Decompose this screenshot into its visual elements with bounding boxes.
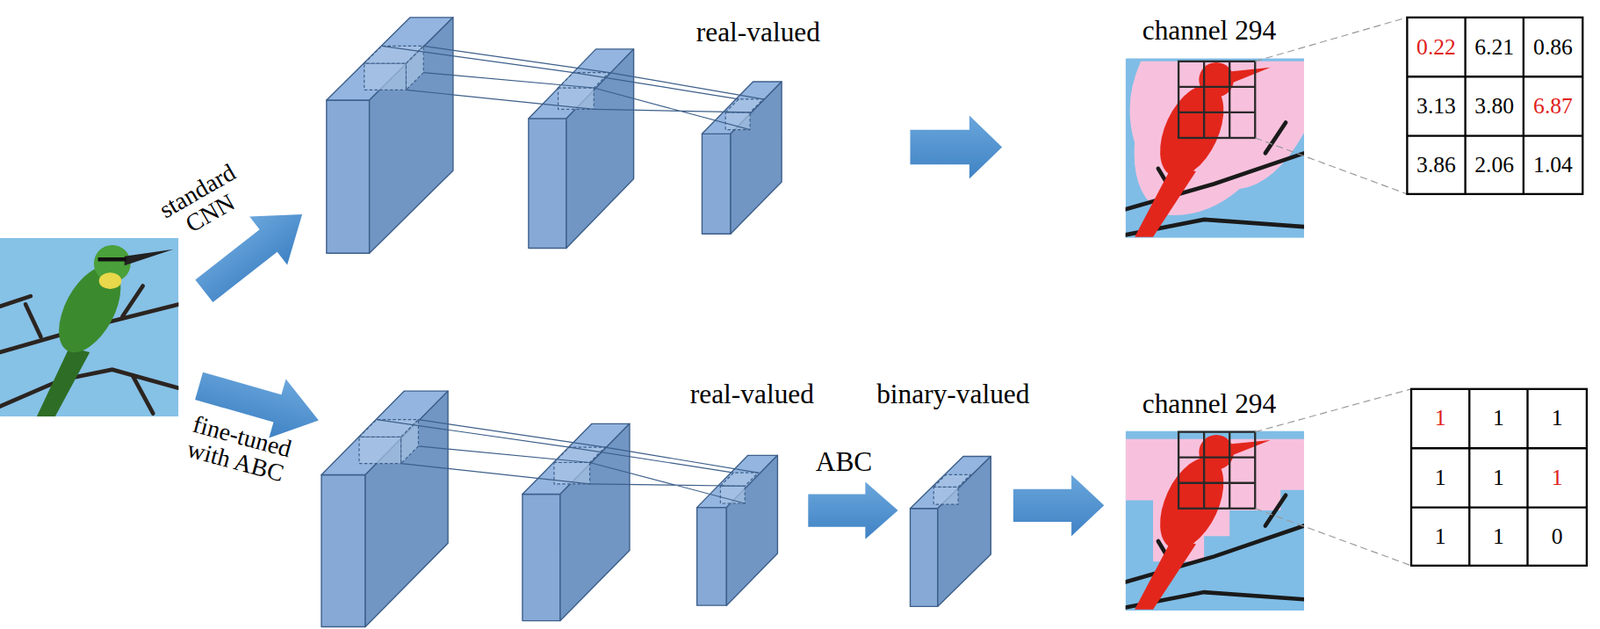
table-cell: 0.22 [1416, 35, 1456, 59]
bird-photo [0, 237, 179, 417]
table-cell: 1 [1492, 465, 1505, 490]
table-cell: 3.80 [1474, 93, 1514, 118]
table-cell: 1 [1551, 406, 1564, 431]
path-label: standard CNN [137, 149, 270, 255]
layer-label: real-valued [696, 18, 821, 48]
binary-map [1125, 430, 1305, 611]
table-cell: 3.13 [1416, 93, 1456, 118]
table-cell: 3.86 [1416, 152, 1456, 177]
value-table [1406, 17, 1587, 566]
kernel [359, 45, 971, 505]
layer-label: real-valued [690, 379, 815, 409]
table-cell: 1 [1492, 524, 1505, 548]
receptive-field-line [376, 45, 764, 504]
zoom-line [1254, 17, 1412, 566]
path-label: fine-tuned with ABC [163, 405, 315, 493]
table-cell: 1 [1434, 524, 1447, 548]
layer-label: binary-valued [876, 379, 1030, 409]
table-cell: 6.21 [1474, 35, 1514, 59]
activation-map [1125, 57, 1305, 238]
table-cell: 1 [1492, 406, 1505, 431]
table-cell: 0 [1551, 524, 1564, 548]
channel-label: channel 294 [1142, 389, 1277, 419]
table-cell: 6.87 [1533, 93, 1573, 118]
image-grid [1178, 432, 1255, 509]
channel-label: channel 294 [1142, 15, 1277, 45]
arrow-label: ABC [815, 447, 873, 477]
table-cell: 1.04 [1533, 152, 1573, 177]
bird-heat [1134, 62, 1271, 238]
image-grid [1178, 61, 1255, 138]
feature-map-block [321, 17, 991, 628]
table-cell: 1 [1434, 406, 1447, 431]
table-cell: 0.86 [1533, 35, 1573, 59]
table-cell: 2.06 [1474, 152, 1514, 177]
table-cell: 1 [1434, 465, 1447, 490]
table-cell: 1 [1551, 465, 1564, 490]
